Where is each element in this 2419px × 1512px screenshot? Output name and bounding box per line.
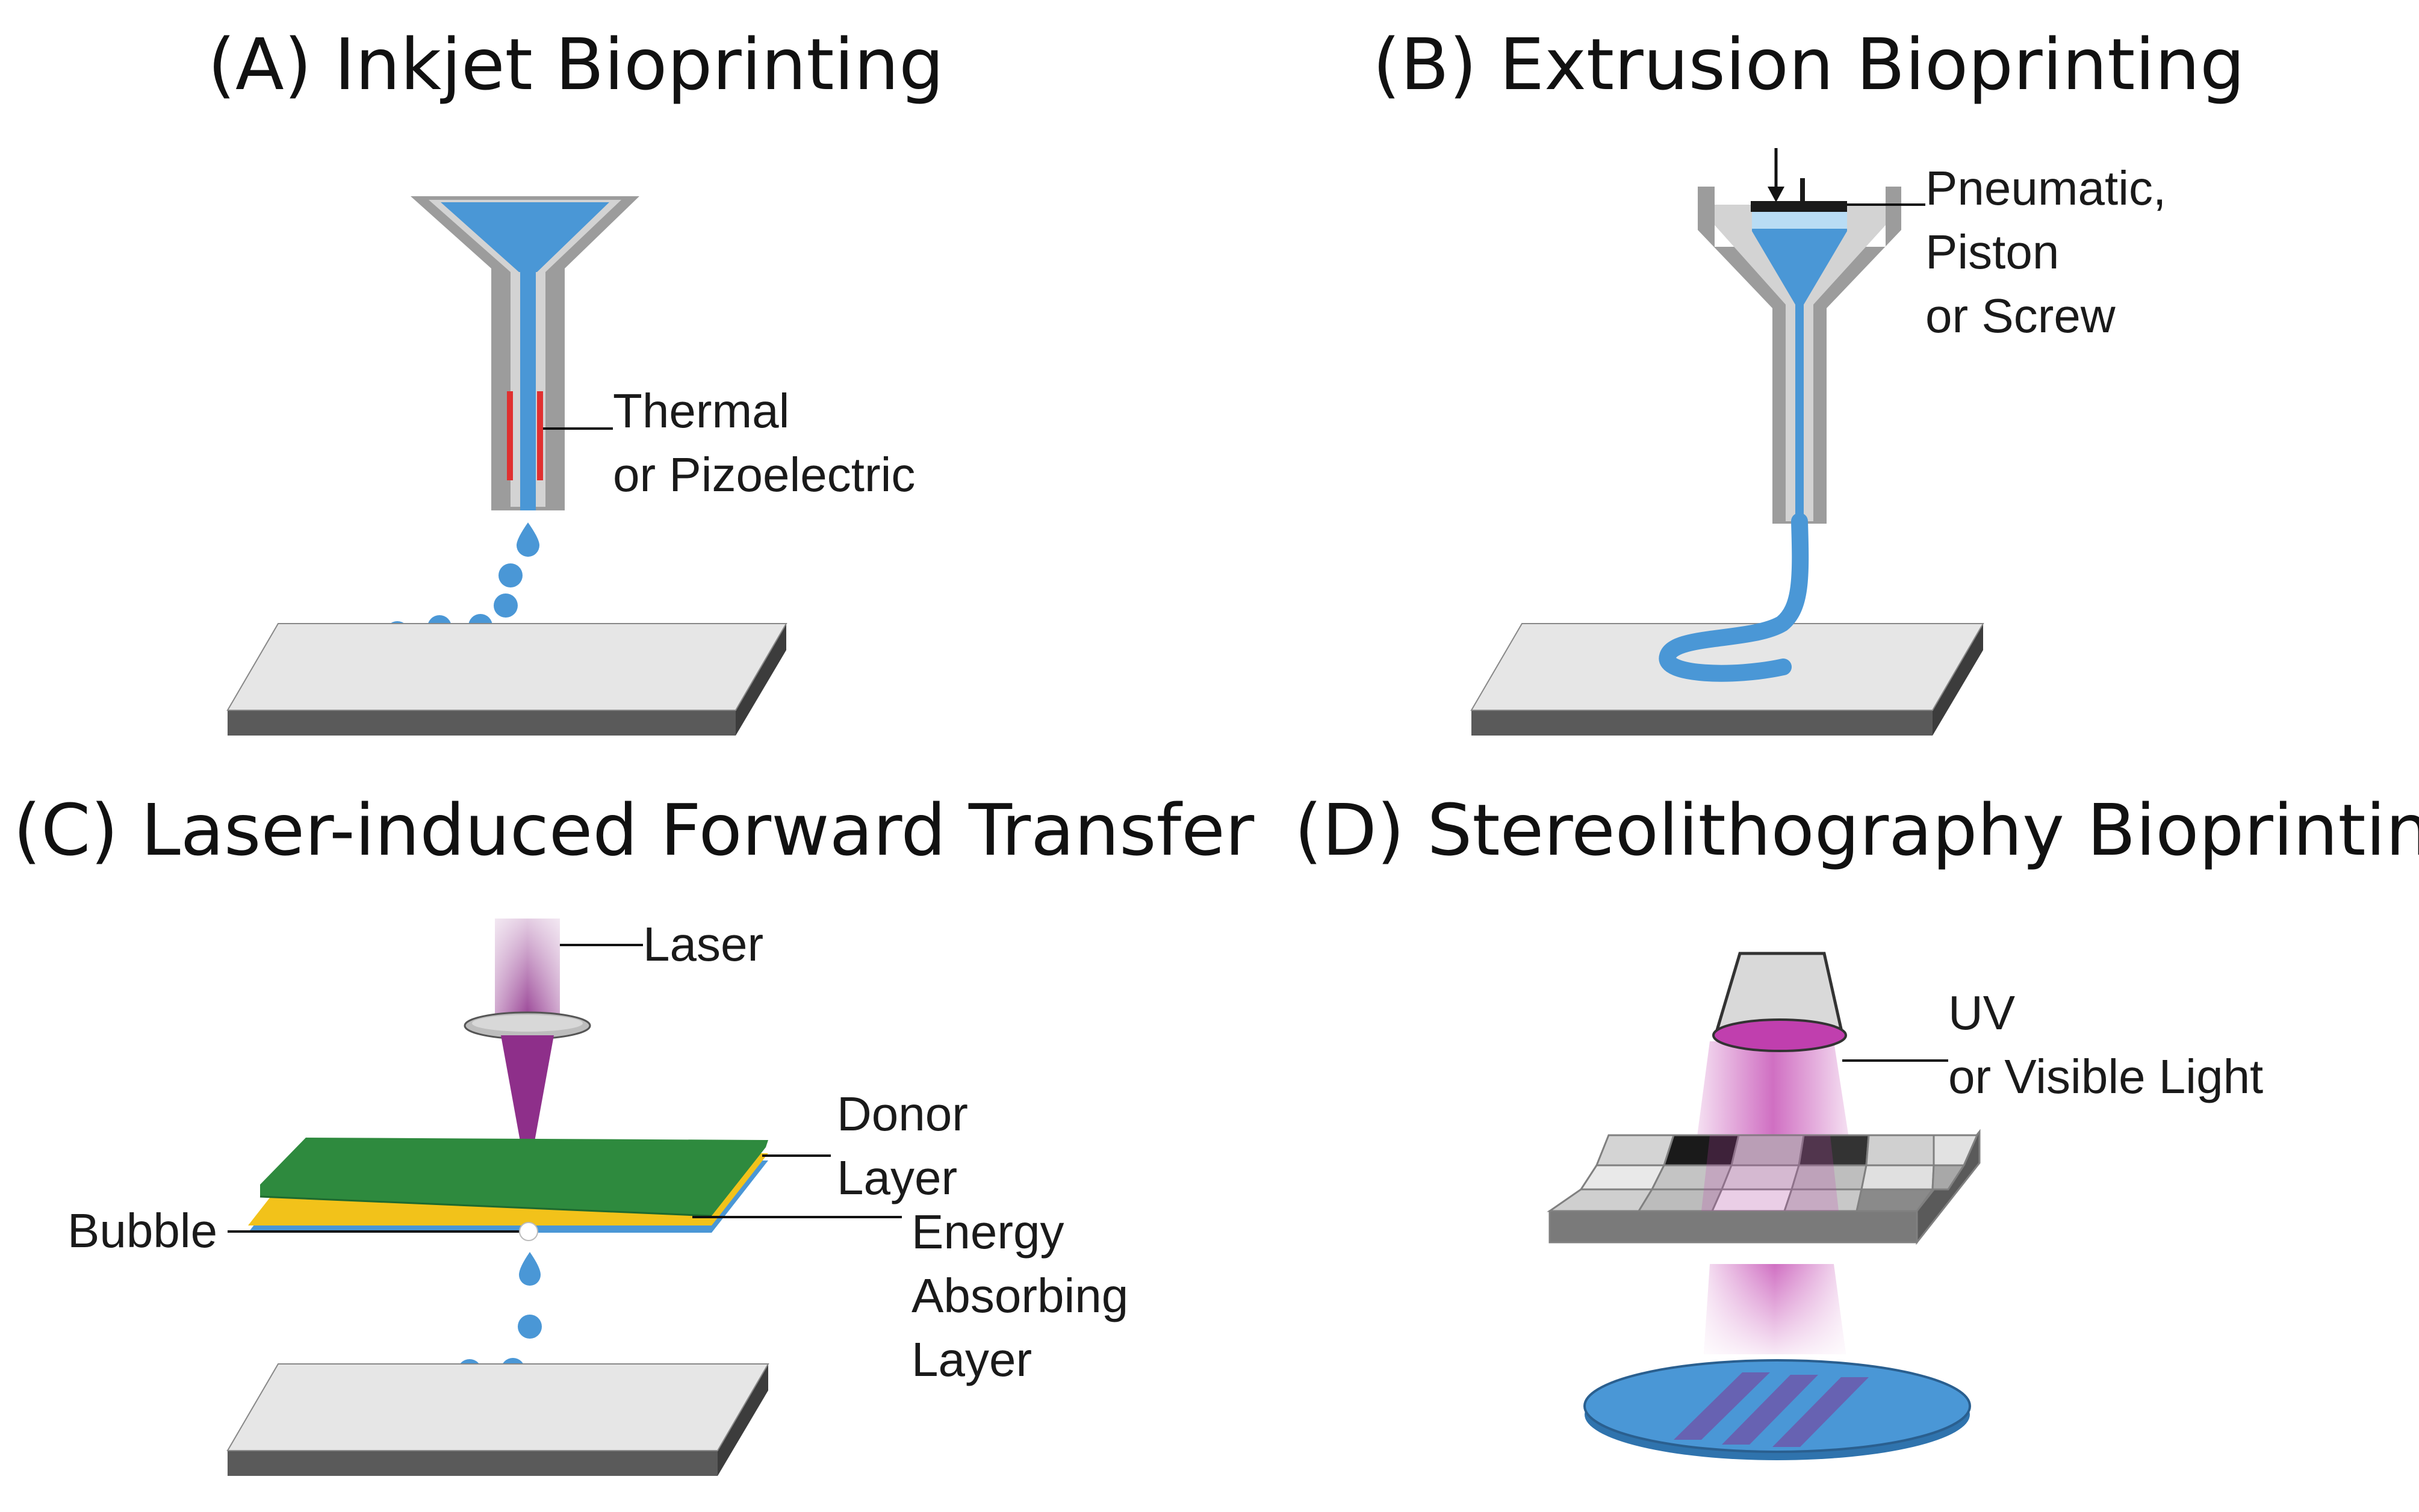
bubble [519, 1222, 538, 1241]
laser-beam [495, 919, 560, 1027]
piston-label-line2: Piston [1925, 225, 2059, 279]
digital-mask [1547, 1129, 1981, 1245]
extruded-filament [1659, 513, 1809, 682]
lift-substrate [226, 1363, 769, 1476]
piston-label-line3: or Screw [1925, 289, 2116, 342]
inkjet-substrate [226, 623, 787, 736]
energy-label-line1: Energy [911, 1205, 1064, 1259]
focused-laser-cone [501, 1035, 554, 1181]
inkjet-nozzle [411, 196, 639, 510]
energy-label-line2: Absorbing [911, 1269, 1128, 1322]
panel-b: (B) Extrusion Bioprinting Pneumatic, Pis… [1373, 23, 2245, 736]
heater-element [507, 391, 543, 480]
panel-a: (A) Inkjet Bioprinting Thermal or Pizoel… [208, 23, 944, 736]
bubble-label: Bubble [67, 1204, 217, 1257]
donor-slide [248, 1138, 768, 1233]
extrusion-syringe [1698, 187, 1901, 524]
panel-d: (D) Stereolithography Bioprinting UV or … [1294, 789, 2419, 1460]
light-beam [1695, 1041, 1851, 1354]
panel-c-title: (C) Laser-induced Forward Transfer [13, 789, 1255, 872]
light-label-line1: UV [1948, 986, 2016, 1040]
heater-label-line1: Thermal [613, 384, 789, 438]
mask-light-overlay [1701, 1135, 1839, 1211]
printed-structure [1674, 1372, 1869, 1447]
laser-label: Laser [643, 917, 763, 971]
panel-b-title: (B) Extrusion Bioprinting [1373, 23, 2245, 106]
focusing-lens [464, 1011, 591, 1040]
panel-d-title: (D) Stereolithography Bioprinting [1294, 789, 2419, 872]
panel-a-title: (A) Inkjet Bioprinting [208, 23, 944, 106]
panel-c: (C) Laser-induced Forward Transfer Laser… [13, 789, 1255, 1476]
piston-plunger [1751, 178, 1847, 212]
energy-label-line3: Layer [911, 1333, 1032, 1386]
light-projector [1712, 952, 1847, 1052]
light-label-line2: or Visible Light [1948, 1050, 2263, 1103]
donor-label-line1: Donor [837, 1087, 968, 1141]
donor-label-line2: Layer [837, 1151, 957, 1204]
heater-label-line2: or Pizoelectric [613, 448, 915, 501]
piston-label-line1: Pneumatic, [1925, 161, 2166, 215]
pressure-arrow-icon [1768, 148, 1784, 202]
